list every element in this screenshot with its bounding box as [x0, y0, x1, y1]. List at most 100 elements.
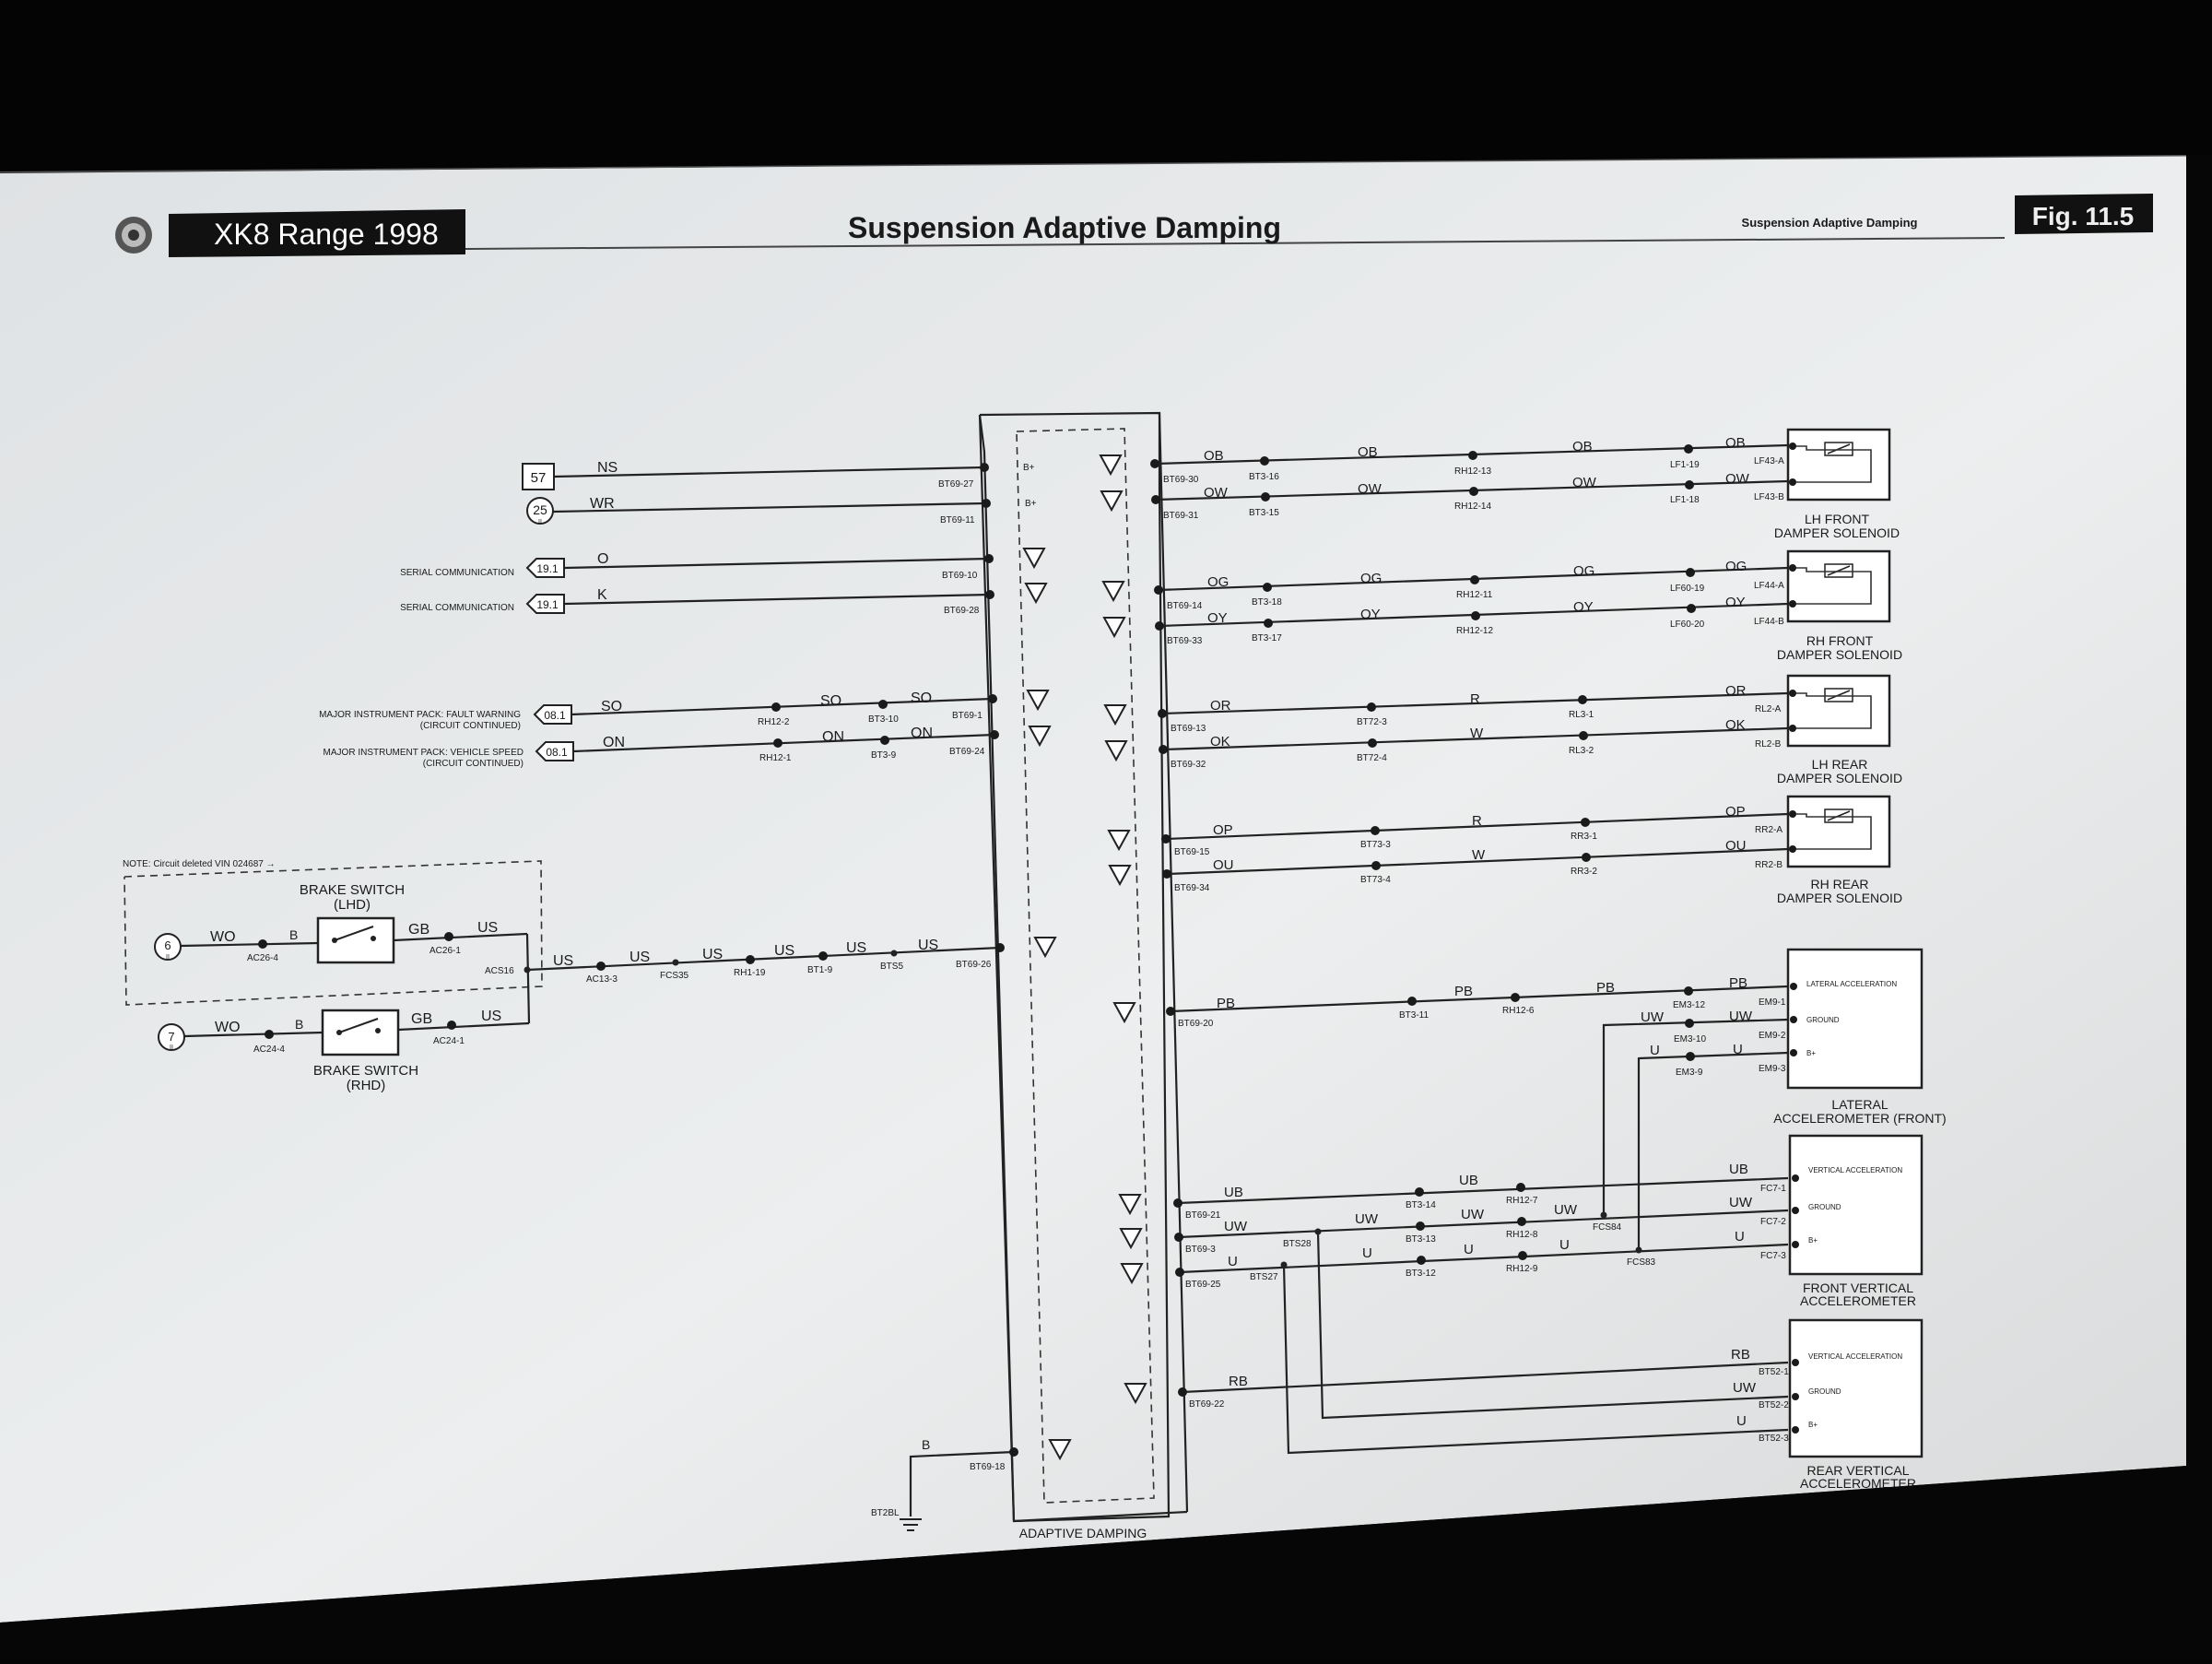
pin-bt69-3: BT69-3	[1185, 1245, 1216, 1255]
conn-bt3-14: BT3-14	[1406, 1200, 1436, 1210]
ref-6-sub: II	[166, 954, 170, 961]
wire-rb-1: RB	[1229, 1374, 1248, 1389]
wire-og-1: OG	[1207, 574, 1229, 590]
wire-ok-2: OK	[1725, 717, 1746, 733]
lateral-accelerometer	[1786, 948, 1924, 1090]
conn-lf60-20: LF60-20	[1670, 620, 1705, 630]
term-lf44-a: LF44-A	[1754, 581, 1784, 591]
conn-bt3-17: BT3-17	[1252, 633, 1282, 643]
ref-25: 25	[533, 502, 547, 517]
wire-gb-lhd: GB	[408, 922, 429, 938]
conn-bt72-3: BT72-3	[1357, 717, 1387, 727]
conn-rh12-9: RH12-9	[1506, 1264, 1538, 1274]
range-title: XK8 Range 1998	[214, 218, 439, 251]
lh-rear-sub: DAMPER SOLENOID	[1777, 771, 1902, 785]
ref-19-1a: 19.1	[536, 562, 559, 575]
wire-ou-2: OU	[1725, 838, 1747, 854]
wire-ow-3: OW	[1572, 475, 1597, 490]
conn-bt73-4: BT73-4	[1360, 875, 1391, 885]
conn-rh12-13: RH12-13	[1454, 466, 1491, 477]
wire-pb-3: PB	[1596, 980, 1615, 996]
term-em9-3: EM9-3	[1759, 1064, 1786, 1074]
wire-ub-3: UB	[1729, 1162, 1748, 1177]
lh-front-title: LH FRONT	[1805, 512, 1869, 526]
ref-6: 6	[164, 938, 171, 952]
wire-u-4: U	[1559, 1237, 1570, 1253]
conn-rh12-1: RH12-1	[759, 753, 792, 763]
rear-accel-title: REAR VERTICAL	[1807, 1463, 1910, 1478]
term-bt52-3: BT52-3	[1759, 1434, 1789, 1444]
pin-bt69-32: BT69-32	[1171, 760, 1206, 770]
wire-o: O	[597, 551, 608, 567]
conn-bt72-4: BT72-4	[1357, 753, 1387, 763]
wire-u-rear: U	[1736, 1413, 1747, 1429]
term-lf44-b: LF44-B	[1754, 617, 1784, 627]
conn-rh12-14: RH12-14	[1454, 502, 1491, 512]
term-rl2-b: RL2-B	[1755, 739, 1782, 749]
wire-pb-4: PB	[1729, 975, 1747, 991]
splice-bts28: BTS28	[1283, 1239, 1312, 1249]
wire-ow-4: OW	[1725, 471, 1750, 487]
wire-k: K	[597, 587, 607, 603]
wire-uw-lateral: UW	[1641, 1009, 1665, 1025]
rear-sig-label: VERTICAL ACCELERATION	[1808, 1352, 1902, 1361]
wire-ub-1: UB	[1224, 1185, 1243, 1200]
lh-front-sub: DAMPER SOLENOID	[1774, 525, 1900, 540]
wire-us-chain-6: US	[918, 938, 938, 953]
term-lf43-a: LF43-A	[1754, 456, 1784, 466]
conn-em3-12: EM3-12	[1673, 1000, 1705, 1010]
wire-us-chain-4: US	[774, 943, 794, 959]
conn-ac24-4: AC24-4	[253, 1044, 285, 1055]
wire-or: OR	[1210, 698, 1231, 714]
pin-bt69-24: BT69-24	[949, 747, 985, 757]
conn-rr3-1: RR3-1	[1571, 832, 1597, 842]
splice-fcs35: FCS35	[660, 971, 689, 981]
header: XK8 Range 1998 Suspension Adaptive Dampi…	[115, 194, 2153, 257]
wire-us-lhd: US	[477, 920, 498, 936]
wire-uw-5: UW	[1729, 1195, 1753, 1210]
wire-oy-4: OY	[1725, 595, 1746, 610]
rh-front-sub: DAMPER SOLENOID	[1777, 647, 1902, 662]
lateral-accel-sub: ACCELEROMETER (FRONT)	[1773, 1111, 1946, 1126]
wire-ou: OU	[1213, 857, 1234, 873]
ref-circle-7	[158, 1023, 185, 1051]
pin-bt69-22: BT69-22	[1189, 1399, 1225, 1410]
wire-on-1: ON	[603, 735, 625, 750]
lateral-bplus-label: B+	[1806, 1049, 1816, 1057]
conn-rh12-8: RH12-8	[1506, 1230, 1538, 1240]
wire-op-2: OP	[1725, 804, 1746, 820]
lateral-accelerometer-section: BT69-20 PB BT3-11 PB RH12-6 PB EM3-12 PB…	[1113, 948, 1947, 1250]
wire-r-lh-rear: R	[1470, 691, 1480, 707]
term-em9-2: EM9-2	[1759, 1031, 1786, 1041]
splice-bts5: BTS5	[880, 962, 903, 972]
wire-uw-3: UW	[1461, 1207, 1485, 1222]
pin-bt69-1: BT69-1	[952, 711, 982, 721]
pin-bt69-26: BT69-26	[956, 960, 992, 970]
wire-ow-1: OW	[1204, 485, 1229, 501]
rear-vertical-accelerometer-section: BT69-22 RB RB UW U BT52-1 BT52-2 BT52-3 …	[1124, 1231, 1924, 1491]
rh-front-damper-solenoid	[1786, 549, 1891, 623]
wire-ob-2: OB	[1358, 444, 1378, 460]
vehicle-speed-label: MAJOR INSTRUMENT PACK: VEHICLE SPEED	[324, 748, 524, 758]
lh-rear-title: LH REAR	[1812, 757, 1868, 772]
splice-fcs83: FCS83	[1627, 1257, 1656, 1268]
conn-lf1-19: LF1-19	[1670, 460, 1700, 470]
pin-bt69-31: BT69-31	[1163, 511, 1199, 521]
term-bplus-1: B+	[1023, 463, 1035, 473]
wire-wr: WR	[590, 496, 615, 512]
conn-bt3-11: BT3-11	[1399, 1010, 1429, 1021]
front-accel-title: FRONT VERTICAL	[1803, 1280, 1913, 1295]
wire-on-3: ON	[911, 726, 933, 741]
wire-b-rhd: B	[295, 1017, 303, 1032]
term-rr2-a: RR2-A	[1755, 825, 1783, 835]
wire-uw-lateral-2: UW	[1729, 1009, 1753, 1024]
pin-bt69-11: BT69-11	[940, 515, 975, 525]
rh-rear-damper-solenoid	[1786, 795, 1891, 868]
brake-switch-rhd	[321, 1009, 400, 1056]
term-bt52-1: BT52-1	[1759, 1367, 1789, 1377]
conn-rl3-1: RL3-1	[1569, 710, 1594, 720]
rh-front-title: RH FRONT	[1806, 633, 1874, 648]
conn-ac26-1: AC26-1	[429, 946, 461, 956]
fault-warning-label2: (CIRCUIT CONTINUED)	[420, 721, 521, 731]
pin-bt69-33: BT69-33	[1167, 636, 1203, 646]
